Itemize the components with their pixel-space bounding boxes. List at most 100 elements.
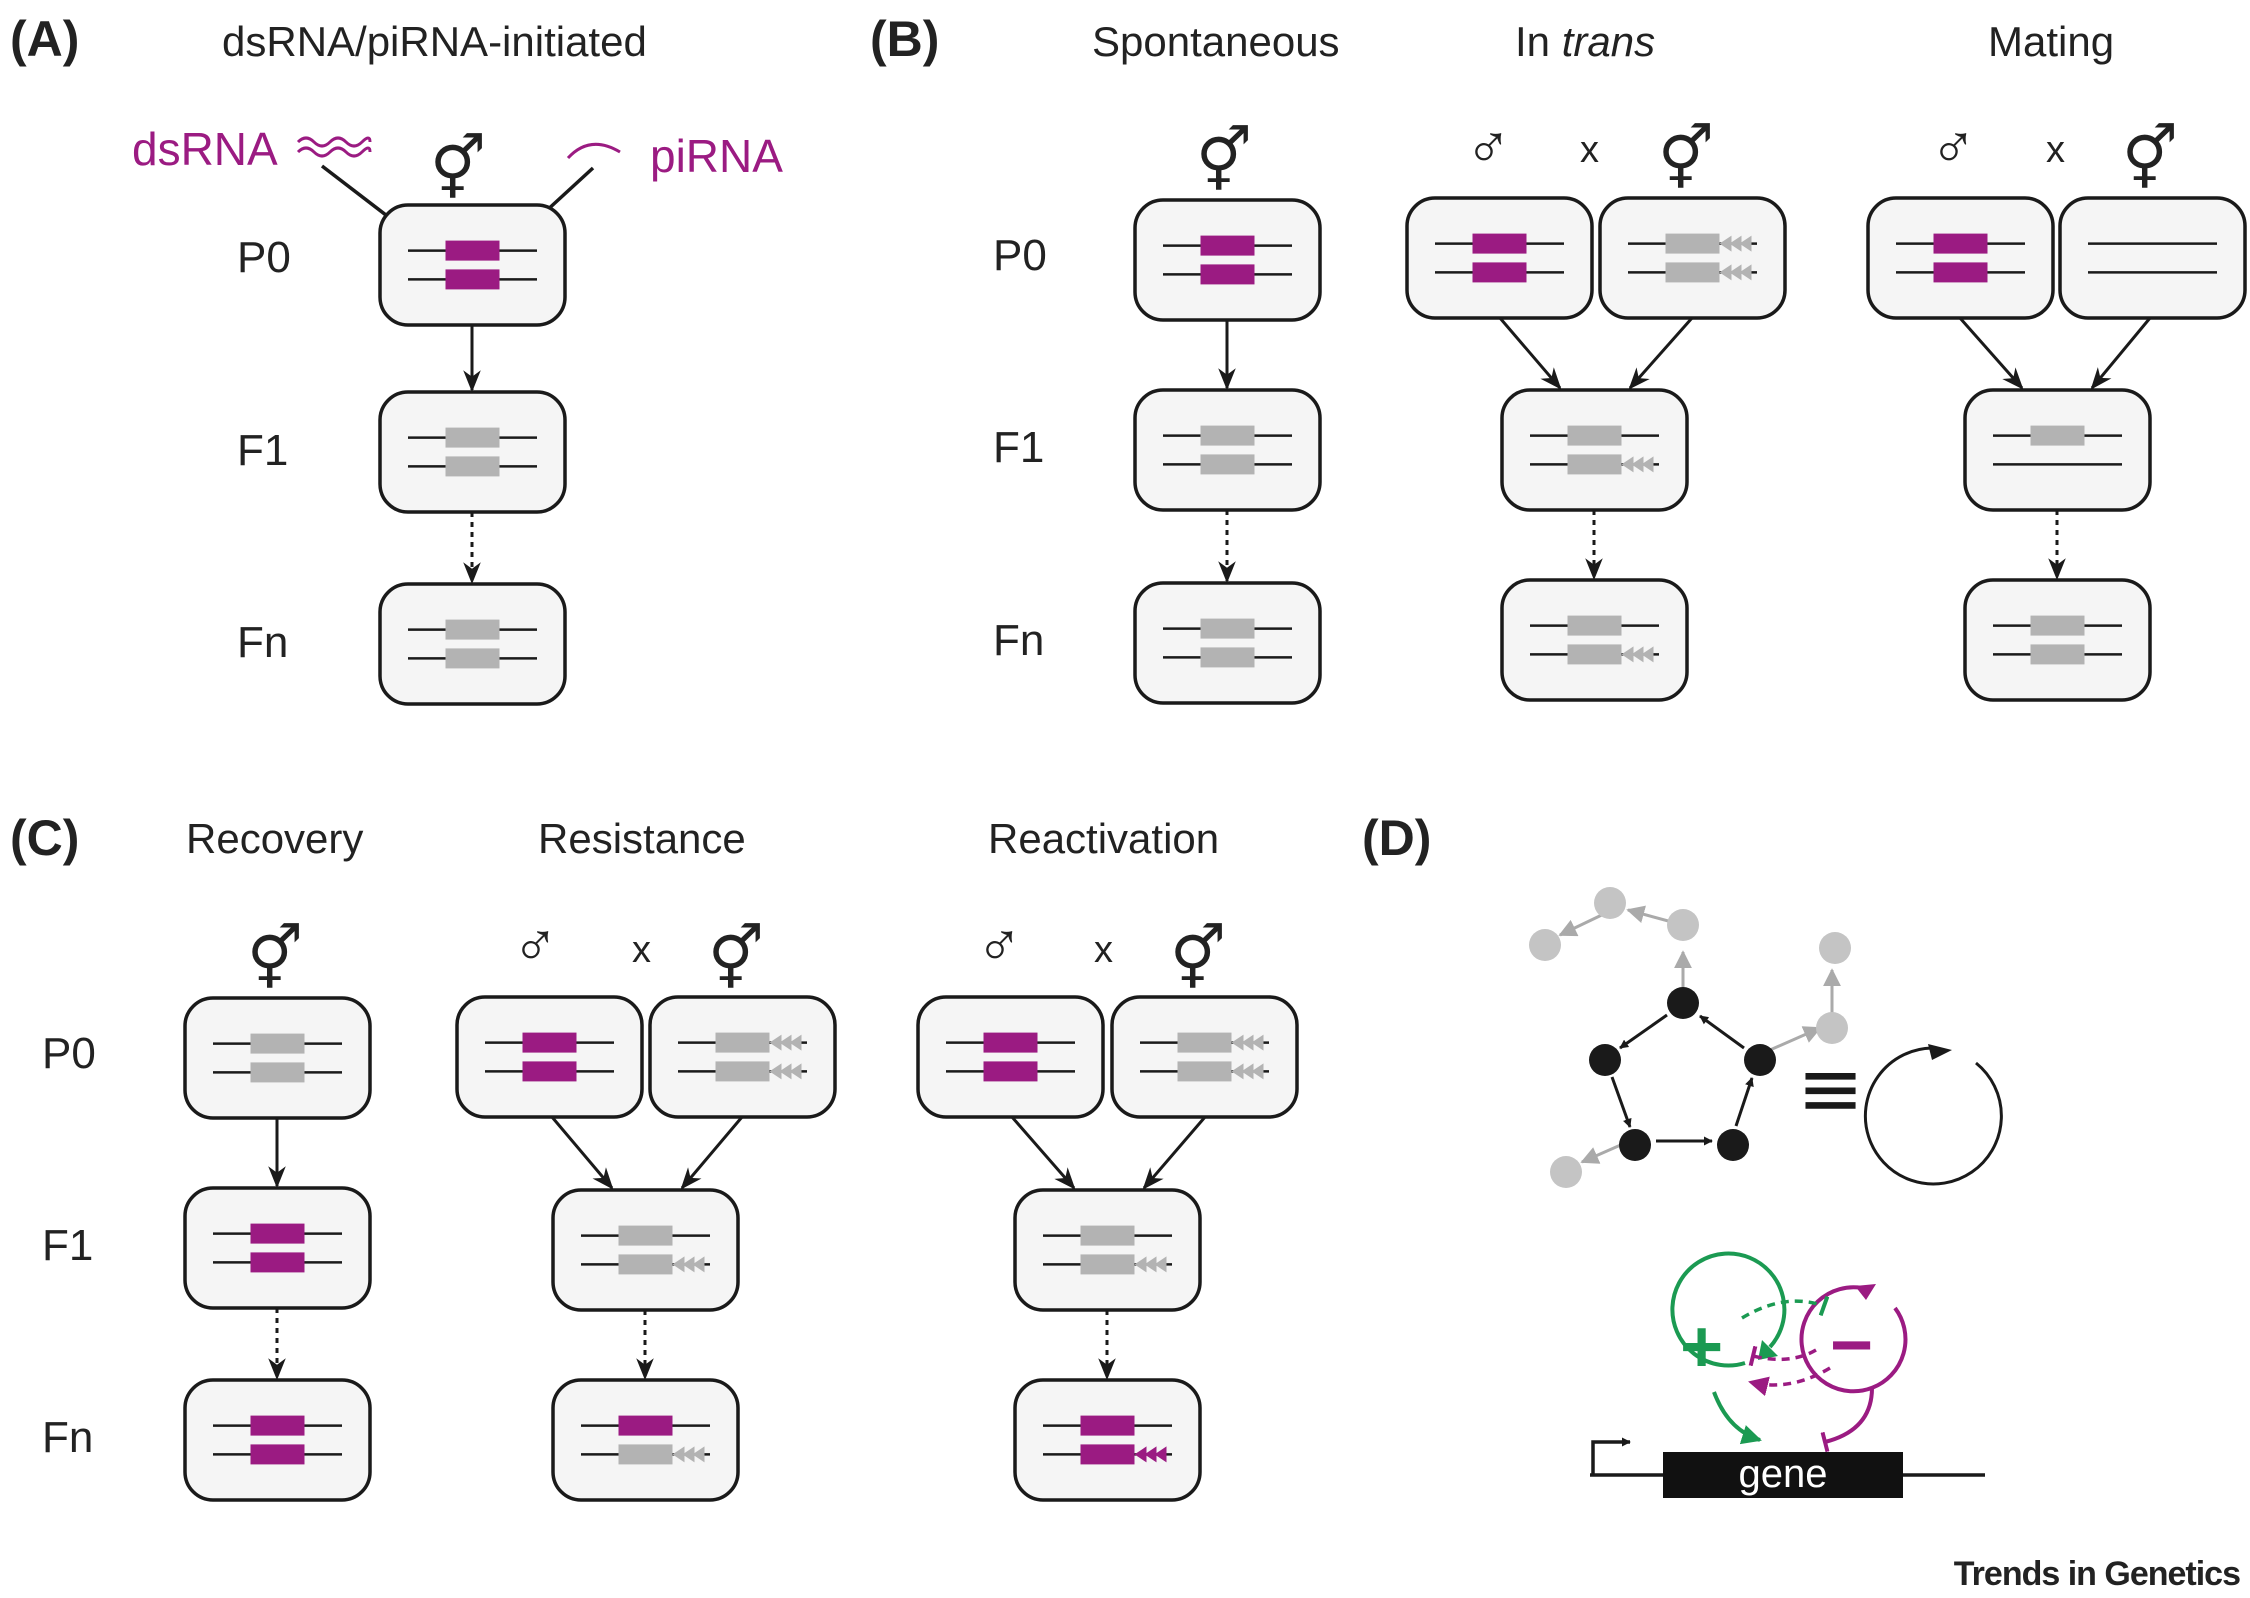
- title-mating: Mating: [1988, 18, 2114, 65]
- hermaphrodite-symbol-spontaneous: ⚥: [1196, 125, 1252, 196]
- dsrna-squiggle-icon: [296, 136, 372, 158]
- cell-resistance-f1: [551, 1188, 740, 1312]
- panel-a-title: dsRNA/piRNA-initiated: [222, 18, 647, 65]
- male-symbol-reactivation: ♂: [976, 911, 1023, 980]
- dsrna-label: dsRNA: [132, 123, 278, 175]
- cell-intrans-f1: [1500, 388, 1689, 512]
- title-spontaneous: Spontaneous: [1092, 18, 1340, 65]
- cell-a-fn: [378, 582, 567, 706]
- arrow-mating-male-f1: [1958, 317, 2024, 390]
- hermaphrodite-symbol-intrans: ⚥: [1658, 123, 1714, 194]
- cell-mating-f1: [1963, 388, 2152, 512]
- gen-label-f1-a: F1: [237, 426, 288, 475]
- cross-symbol-resistance: x: [632, 929, 651, 971]
- cell-a-p0: [378, 203, 567, 327]
- regulatory-network: [1529, 887, 1851, 1188]
- gen-label-fn-b: Fn: [993, 616, 1044, 665]
- panel-a-label: (A): [10, 11, 79, 67]
- cross-symbol-intrans: x: [1580, 129, 1599, 171]
- title-resistance: Resistance: [538, 815, 746, 862]
- male-symbol-resistance: ♂: [512, 911, 559, 980]
- black-node: [1717, 1129, 1749, 1161]
- gray-node: [1594, 887, 1626, 919]
- journal-credit: Trends in Genetics: [1954, 1555, 2240, 1593]
- arrow-mating-herm-f1: [2090, 317, 2152, 390]
- black-node: [1744, 1044, 1776, 1076]
- pirna-squiggle-icon: [566, 142, 621, 160]
- gene-label: gene: [1739, 1452, 1828, 1496]
- panel-d: (D) ≡: [1362, 810, 2003, 1498]
- black-node: [1667, 987, 1699, 1019]
- cell-reactivation-p0-herm: [1110, 995, 1299, 1119]
- panel-b: (B) Spontaneous In trans Mating P0 F1 Fn…: [870, 11, 2247, 705]
- gray-node: [1667, 909, 1699, 941]
- positive-regulator: +: [1670, 1251, 1787, 1388]
- promoter-arrow-icon: [1591, 1437, 1631, 1475]
- arrow-reactivation-herm-f1: [1142, 1116, 1207, 1190]
- title-in-trans: In trans: [1515, 18, 1655, 65]
- title-reactivation: Reactivation: [988, 815, 1219, 862]
- cell-resistance-p0-herm: [648, 995, 837, 1119]
- cell-spontaneous-p0: [1133, 198, 1322, 322]
- cell-mating-p0-male: [1866, 196, 2055, 320]
- cross-symbol-mating: x: [2046, 129, 2065, 171]
- panel-c: (C) Recovery Resistance Reactivation P0 …: [10, 810, 1299, 1502]
- gene-locus: gene: [1590, 1437, 1985, 1498]
- black-node: [1619, 1129, 1651, 1161]
- gen-label-p0-c: P0: [42, 1029, 96, 1078]
- hermaphrodite-symbol-resistance: ⚥: [708, 923, 764, 994]
- male-symbol-intrans: ♂: [1465, 113, 1512, 182]
- arrow-reactivation-male-f1: [1010, 1116, 1076, 1190]
- equivalence-symbol: ≡: [1797, 1042, 1864, 1135]
- cell-mating-p0-herm: [2058, 196, 2247, 320]
- hermaphrodite-symbol-a: ⚥: [430, 133, 486, 204]
- gen-label-f1-b: F1: [993, 423, 1044, 472]
- cell-recovery-f1: [183, 1186, 372, 1310]
- cell-spontaneous-fn: [1133, 581, 1322, 705]
- title-recovery: Recovery: [186, 815, 363, 862]
- negative-represses-gene-arrow: [1820, 1387, 1874, 1453]
- gray-node: [1816, 1012, 1848, 1044]
- panel-a: (A) dsRNA/piRNA-initiated dsRNA piRNA ⚥ …: [10, 11, 783, 706]
- arrow-intrans-herm-f1: [1628, 317, 1694, 390]
- hermaphrodite-symbol-recovery: ⚥: [247, 923, 303, 994]
- cell-intrans-p0-herm: [1598, 196, 1787, 320]
- negative-to-positive-arrow: [1748, 1366, 1831, 1397]
- cell-mating-fn: [1963, 578, 2152, 702]
- negative-inhibits-positive-arrow: [1748, 1345, 1817, 1367]
- gen-label-p0-a: P0: [237, 233, 291, 282]
- hermaphrodite-symbol-mating: ⚥: [2122, 123, 2178, 194]
- positive-inhibits-negative-arrow: [1741, 1295, 1830, 1320]
- cell-intrans-fn: [1500, 578, 1689, 702]
- cell-reactivation-p0-male: [916, 995, 1105, 1119]
- arrow-resistance-male-f1: [550, 1116, 614, 1190]
- black-node: [1589, 1044, 1621, 1076]
- panel-b-label: (B): [870, 11, 939, 67]
- cell-reactivation-f1: [1013, 1188, 1202, 1312]
- gen-label-f1-c: F1: [42, 1221, 93, 1270]
- panel-c-label: (C): [10, 810, 79, 866]
- feedback-loop-icon: [1863, 1044, 2003, 1186]
- cell-intrans-p0-male: [1405, 196, 1594, 320]
- negative-regulator: −: [1799, 1284, 1908, 1394]
- gray-node: [1550, 1156, 1582, 1188]
- gray-node: [1819, 932, 1851, 964]
- hermaphrodite-symbol-reactivation: ⚥: [1170, 923, 1226, 994]
- cell-reactivation-fn: [1013, 1378, 1202, 1502]
- panel-d-label: (D): [1362, 810, 1431, 866]
- pirna-label: piRNA: [650, 130, 783, 182]
- plus-icon: +: [1680, 1305, 1723, 1388]
- arrow-intrans-male-f1: [1498, 317, 1562, 390]
- cell-recovery-fn: [183, 1378, 372, 1502]
- gen-label-fn-c: Fn: [42, 1413, 93, 1462]
- gen-label-fn-a: Fn: [237, 618, 288, 667]
- cell-spontaneous-f1: [1133, 388, 1322, 512]
- cross-symbol-reactivation: x: [1094, 929, 1113, 971]
- gene-box: [1663, 1452, 1903, 1498]
- minus-icon: −: [1830, 1303, 1873, 1386]
- gray-node: [1529, 929, 1561, 961]
- gen-label-p0-b: P0: [993, 231, 1047, 280]
- cell-resistance-p0-male: [455, 995, 644, 1119]
- arrow-resistance-herm-f1: [680, 1116, 744, 1190]
